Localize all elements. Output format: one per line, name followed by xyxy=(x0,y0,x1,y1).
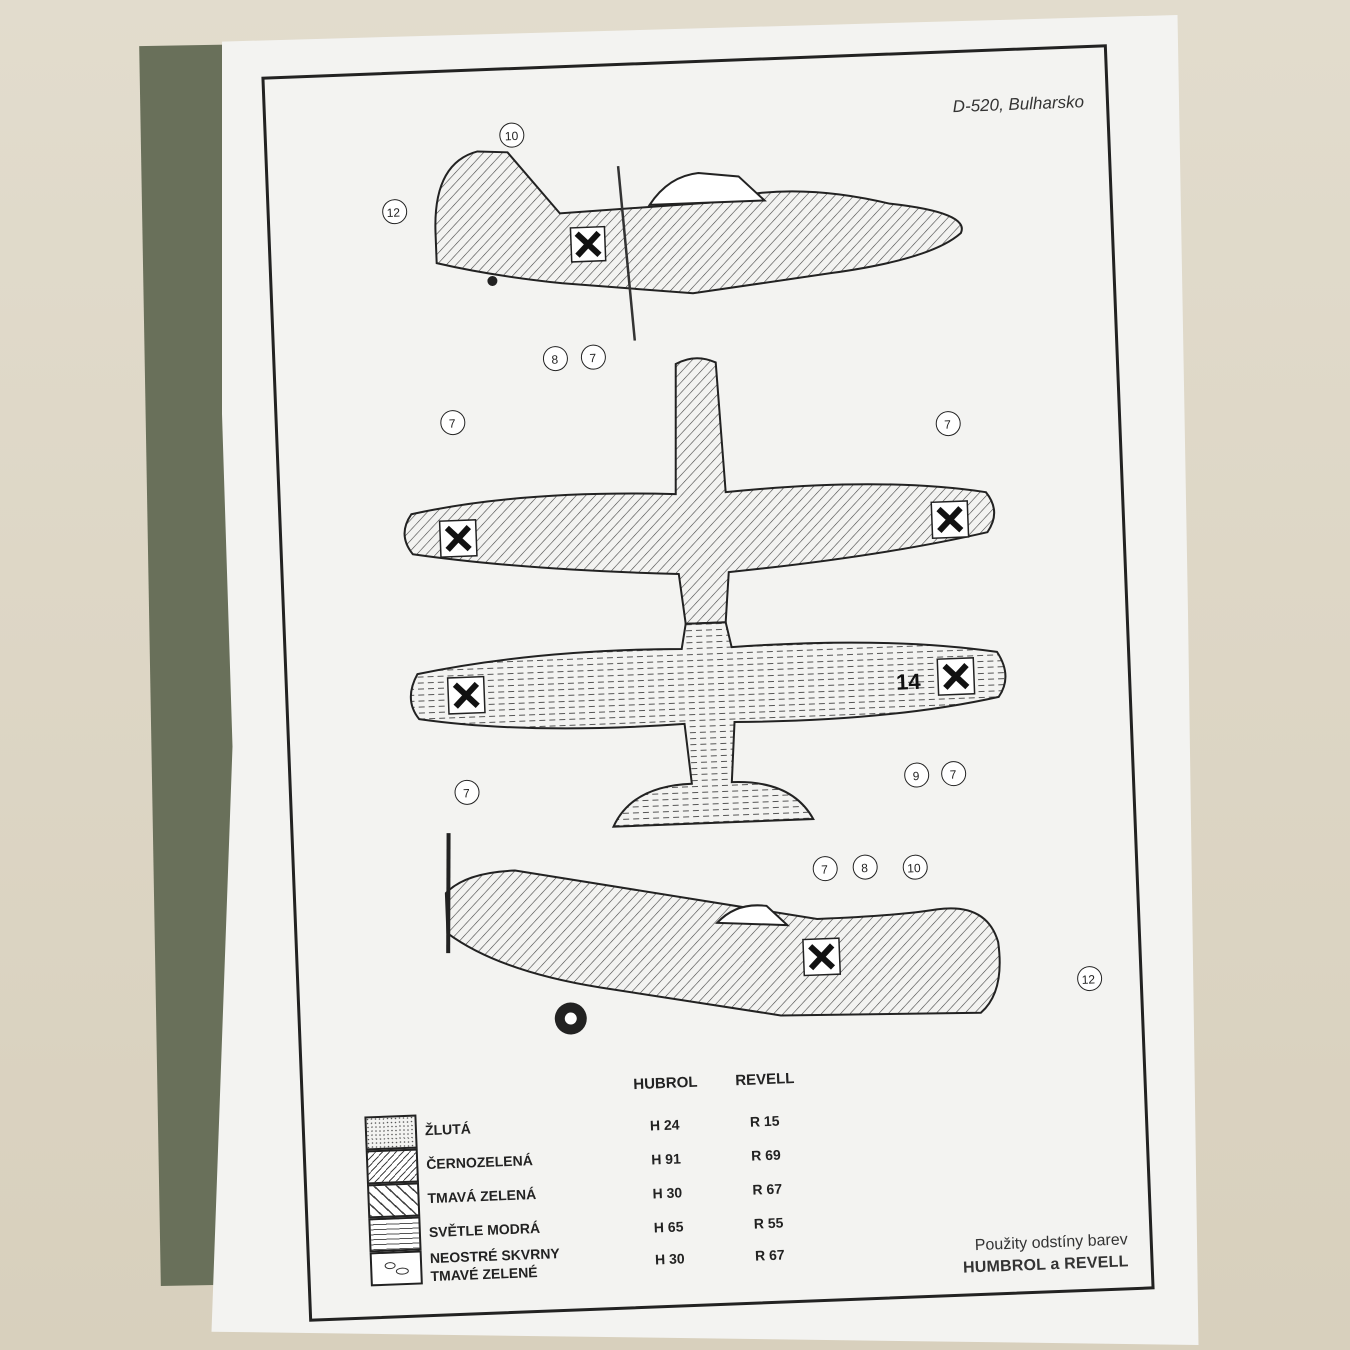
fine-hatch-icon xyxy=(365,1148,419,1185)
side-view-top: 10 12 8 7 xyxy=(382,122,963,372)
legend-label-yellow: ŽLUTÁ xyxy=(424,1120,472,1139)
revell-code-yellow: R 15 xyxy=(749,1112,780,1130)
aircraft-drawings: 10 12 8 7 7 7 14 xyxy=(382,122,1103,1035)
callout-7-lower-left: 7 xyxy=(463,786,471,800)
hubrol-header: HUBROL xyxy=(633,1073,698,1094)
callout-7-bottom: 7 xyxy=(821,863,829,877)
legend-label-blotches-line1: NEOSTRÉ SKVRNY xyxy=(429,1245,561,1267)
legend-label-blackgreen: ČERNOZELENÁ xyxy=(425,1152,534,1173)
blotch-icon xyxy=(369,1250,423,1287)
callout-10: 10 xyxy=(505,129,519,144)
color-legend: HUBROL REVELL ŽLUTÁ H 24 R 15 ČERNOZELEN… xyxy=(363,1065,930,1287)
callout-8-bottom: 8 xyxy=(861,861,869,875)
callout-7-left: 7 xyxy=(449,416,457,430)
hubrol-code-darkgreen: H 30 xyxy=(652,1184,683,1202)
callout-12: 12 xyxy=(386,205,400,220)
hubrol-code-lightblue: H 65 xyxy=(653,1218,684,1236)
callout-7-lower-right: 7 xyxy=(949,768,957,782)
revell-code-blackgreen: R 69 xyxy=(750,1146,782,1164)
aircraft-number: 14 xyxy=(896,669,922,695)
side-view-bottom: 7 8 10 12 xyxy=(444,833,1103,1035)
revell-header: REVELL xyxy=(734,1069,795,1090)
hubrol-code-blackgreen: H 91 xyxy=(650,1150,682,1168)
stipple-icon xyxy=(364,1114,418,1151)
legend-label-darkgreen: TMAVÁ ZELENÁ xyxy=(427,1185,537,1207)
planform-upper: 7 7 xyxy=(403,357,996,625)
wide-hatch-icon xyxy=(366,1182,421,1219)
callout-7: 7 xyxy=(589,351,597,365)
callout-9: 9 xyxy=(912,769,920,783)
callout-10-bottom: 10 xyxy=(907,861,921,876)
paint-note: Použity odstíny barev HUMBROL a REVELL xyxy=(962,1229,1129,1279)
legend-label-blotches-line2: TMAVÉ ZELENÉ xyxy=(430,1263,538,1285)
drawing-frame: D-520, Bulharsko 10 12 8 xyxy=(261,44,1155,1322)
dash-icon xyxy=(368,1216,422,1253)
hubrol-code-blotches: H 30 xyxy=(654,1250,685,1268)
callout-7-right: 7 xyxy=(944,417,952,431)
planform-lower: 14 7 9 7 xyxy=(409,621,1007,828)
hubrol-code-yellow: H 24 xyxy=(649,1116,680,1134)
callout-8: 8 xyxy=(551,353,559,367)
revell-code-lightblue: R 55 xyxy=(753,1214,784,1232)
callout-12-bottom: 12 xyxy=(1081,972,1095,987)
revell-code-blotches: R 67 xyxy=(754,1246,785,1264)
revell-code-darkgreen: R 67 xyxy=(752,1180,783,1198)
legend-label-lightblue: SVĚTLE MODRÁ xyxy=(428,1219,541,1241)
